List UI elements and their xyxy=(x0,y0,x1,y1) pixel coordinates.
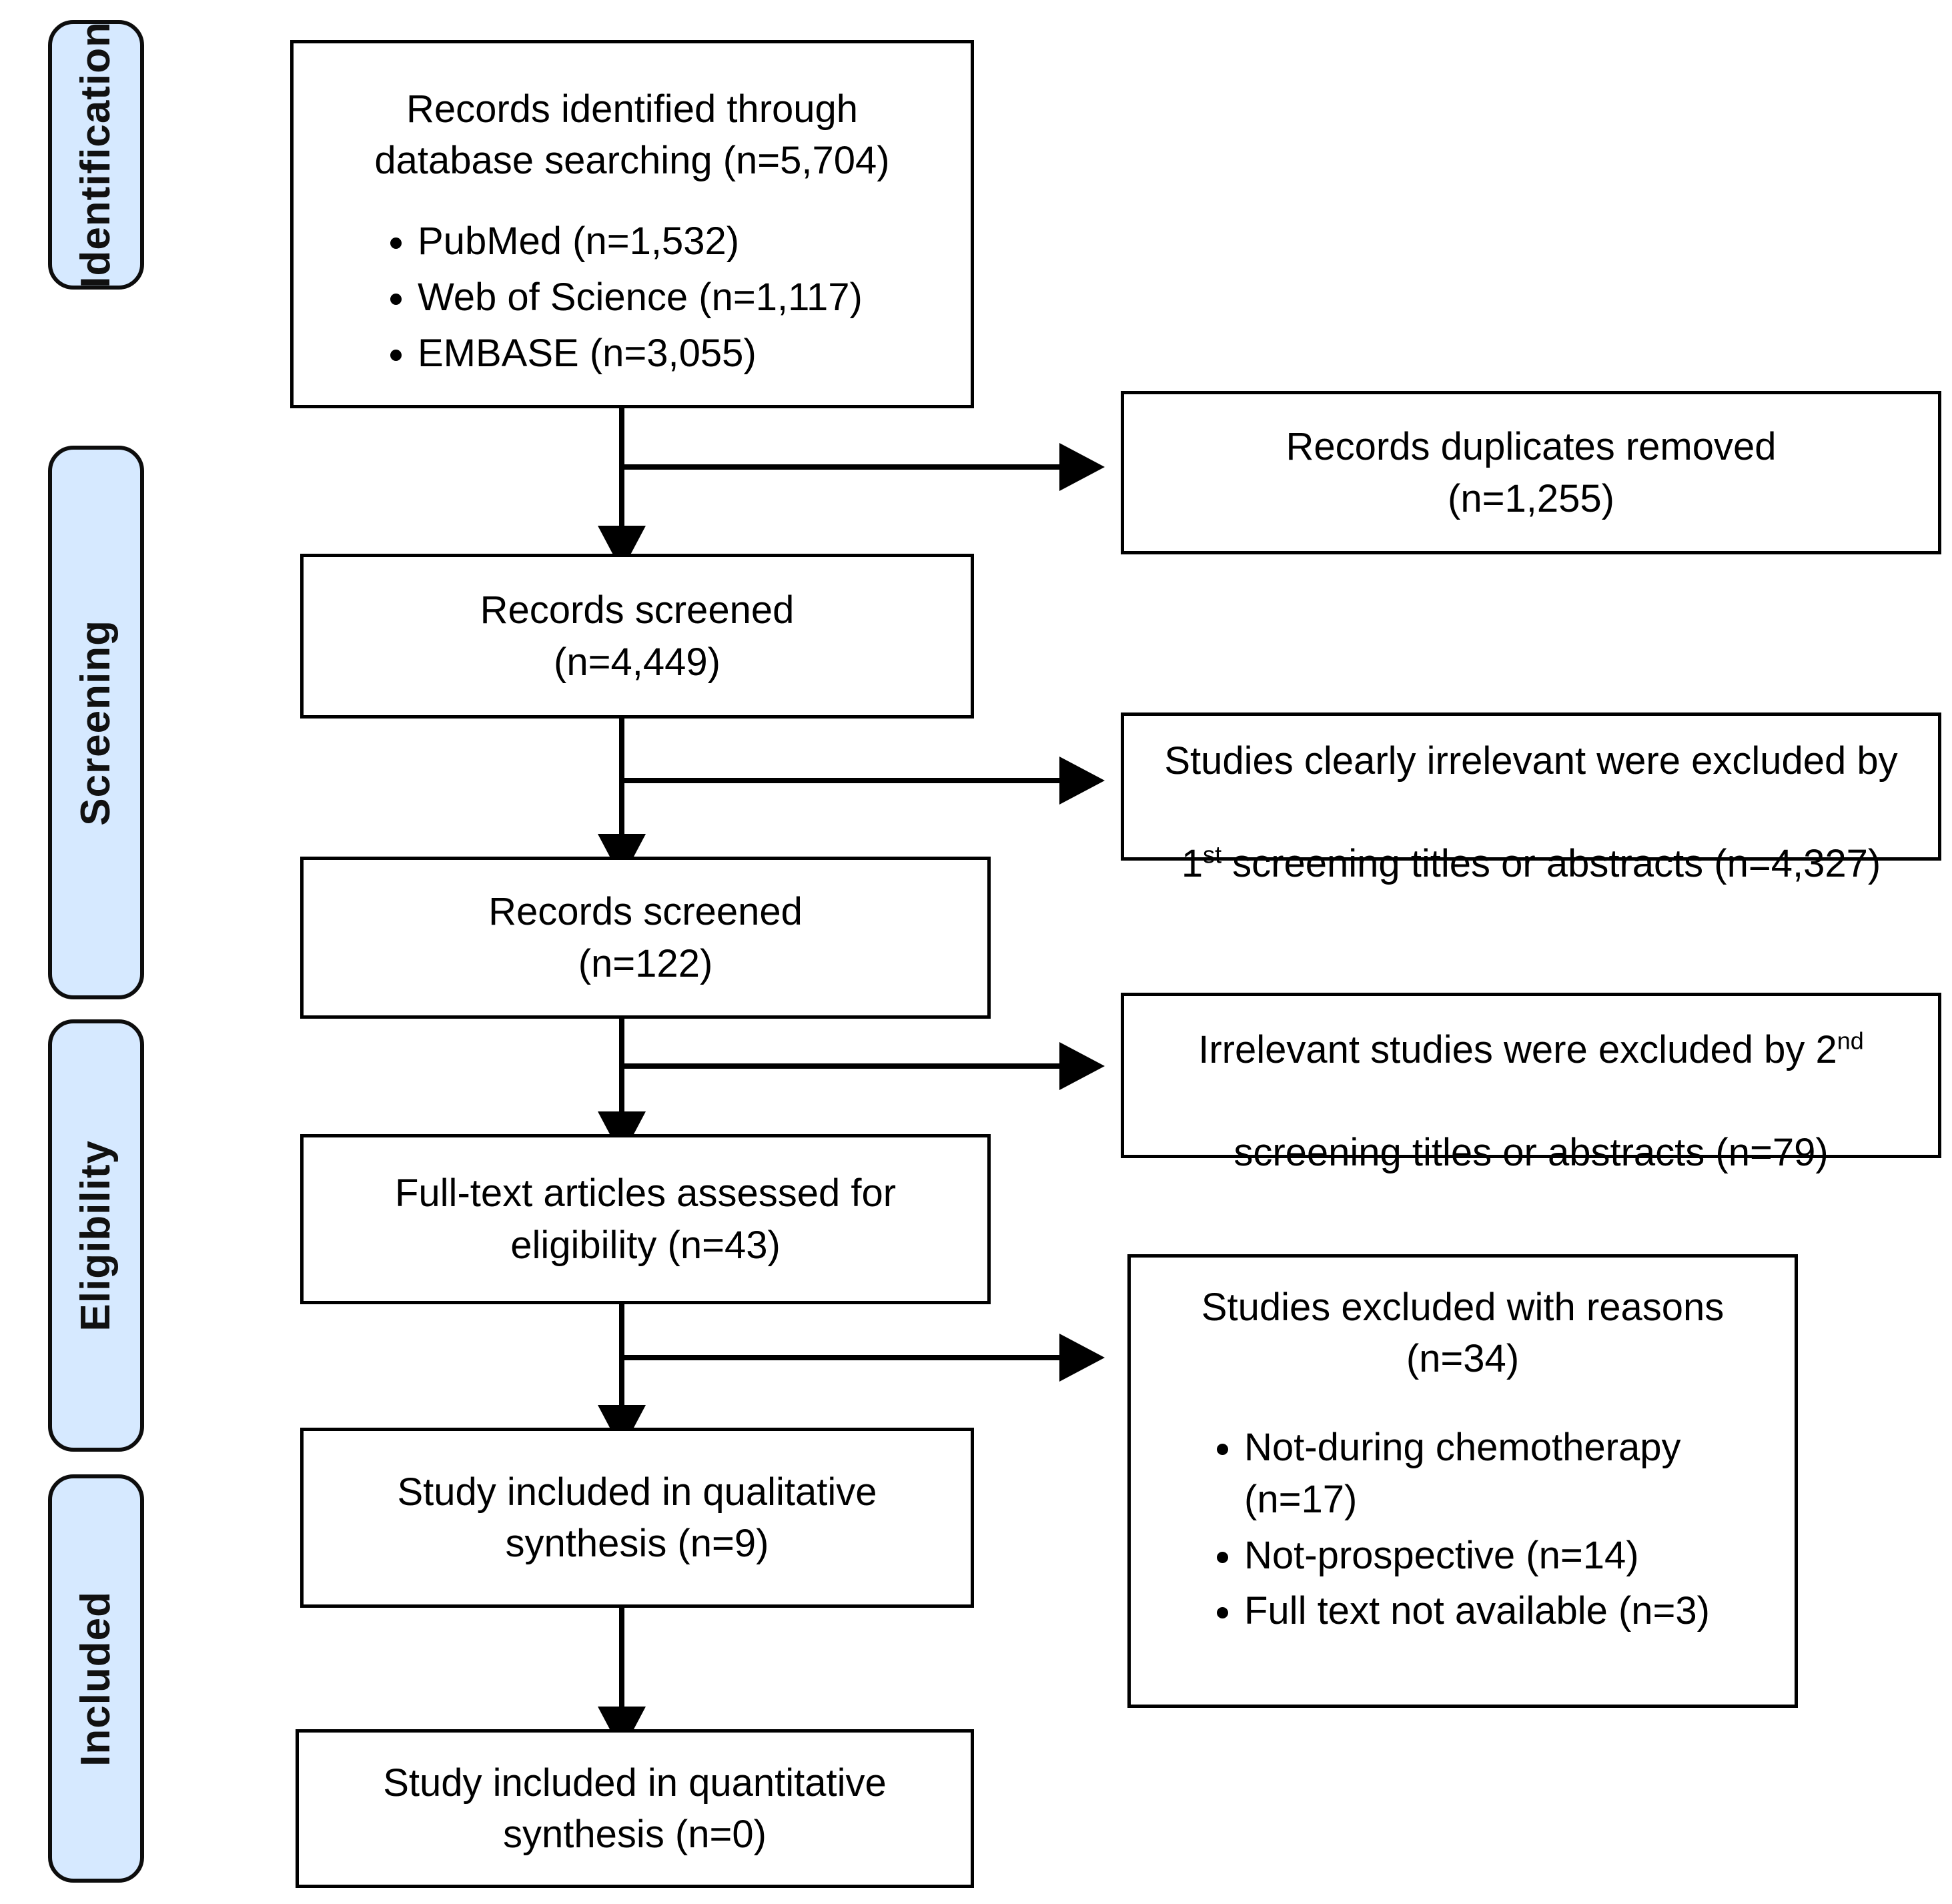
stage-label-screening: Screening xyxy=(73,619,119,826)
flow-box-quantitative-synthesis: Study included in quantitative synthesis… xyxy=(296,1729,974,1888)
stage-label-included: Included xyxy=(73,1590,119,1767)
box-title-full-text-assessed: Full-text articles assessed for eligibil… xyxy=(394,1171,897,1267)
box-title-excluded-second-screening: Irrelevant studies were excluded by 2nd … xyxy=(1124,973,1938,1179)
box-title-duplicates-removed: Records duplicates removed (n=1,255) xyxy=(1286,425,1777,520)
box-title-records-screened-1: Records screened (n=4,449) xyxy=(480,588,795,684)
excluded-first-line1: Studies clearly irrelevant were excluded… xyxy=(1164,739,1898,783)
list-item: EMBASE (n=3,055) xyxy=(418,328,971,380)
stage-label-identification: Identification xyxy=(73,21,119,288)
excluded-first-ordinal-suffix: st xyxy=(1203,841,1222,869)
flow-box-full-text-assessed: Full-text articles assessed for eligibil… xyxy=(300,1134,991,1304)
flow-box-excluded-with-reasons: Studies excluded with reasons (n=34) Not… xyxy=(1127,1254,1798,1708)
box-title-records-identified: Records identified through database sear… xyxy=(374,87,890,183)
flow-box-excluded-first-screening: Studies clearly irrelevant were excluded… xyxy=(1121,712,1941,885)
list-item: Web of Science (n=1,117) xyxy=(418,272,971,324)
list-item: Not-prospective (n=14) xyxy=(1244,1530,1795,1582)
flow-box-qualitative-synthesis: Study included in qualitative synthesis … xyxy=(300,1428,974,1608)
flow-box-records-identified: Records identified through database sear… xyxy=(290,40,974,408)
box-title-qualitative-synthesis: Study included in qualitative synthesis … xyxy=(397,1470,877,1565)
flow-box-excluded-second-screening: Irrelevant studies were excluded by 2nd … xyxy=(1121,993,1941,1174)
excluded-second-line2: screening titles or abstracts (n=79) xyxy=(1234,1131,1829,1175)
flow-box-records-screened-1: Records screened (n=4,449) xyxy=(300,554,974,719)
list-item: Not-during chemotherapy (n=17) xyxy=(1244,1422,1795,1525)
flow-box-records-screened-2: Records screened (n=122) xyxy=(300,857,991,1019)
stage-pill-included: Included xyxy=(48,1474,144,1883)
box-title-quantitative-synthesis: Study included in quantitative synthesis… xyxy=(383,1761,887,1856)
box-list-exclusion-reasons: Not-during chemotherapy (n=17) Not-prosp… xyxy=(1131,1422,1795,1641)
box-title-excluded-with-reasons: Studies excluded with reasons (n=34) xyxy=(1201,1286,1725,1381)
excluded-first-ordinal-num: 1 xyxy=(1181,842,1203,886)
stage-pill-screening: Screening xyxy=(48,446,144,999)
stage-label-eligibility: Eligibility xyxy=(73,1139,119,1332)
excluded-first-line2: screening titles or abstracts (n=4,327) xyxy=(1222,842,1881,886)
stage-pill-identification: Identification xyxy=(48,20,144,290)
excluded-second-line1: Irrelevant studies were excluded by 2 xyxy=(1198,1027,1837,1071)
list-item: PubMed (n=1,532) xyxy=(418,215,971,268)
list-item: Full text not available (n=3) xyxy=(1244,1585,1795,1637)
stage-pill-eligibility: Eligibility xyxy=(48,1019,144,1452)
flow-box-duplicates-removed: Records duplicates removed (n=1,255) xyxy=(1121,391,1941,554)
box-title-excluded-first-screening: Studies clearly irrelevant were excluded… xyxy=(1124,684,1938,890)
box-list-databases: PubMed (n=1,532) Web of Science (n=1,117… xyxy=(294,215,971,383)
box-title-records-screened-2: Records screened (n=122) xyxy=(488,890,803,985)
excluded-second-ordinal-suffix: nd xyxy=(1837,1027,1864,1055)
